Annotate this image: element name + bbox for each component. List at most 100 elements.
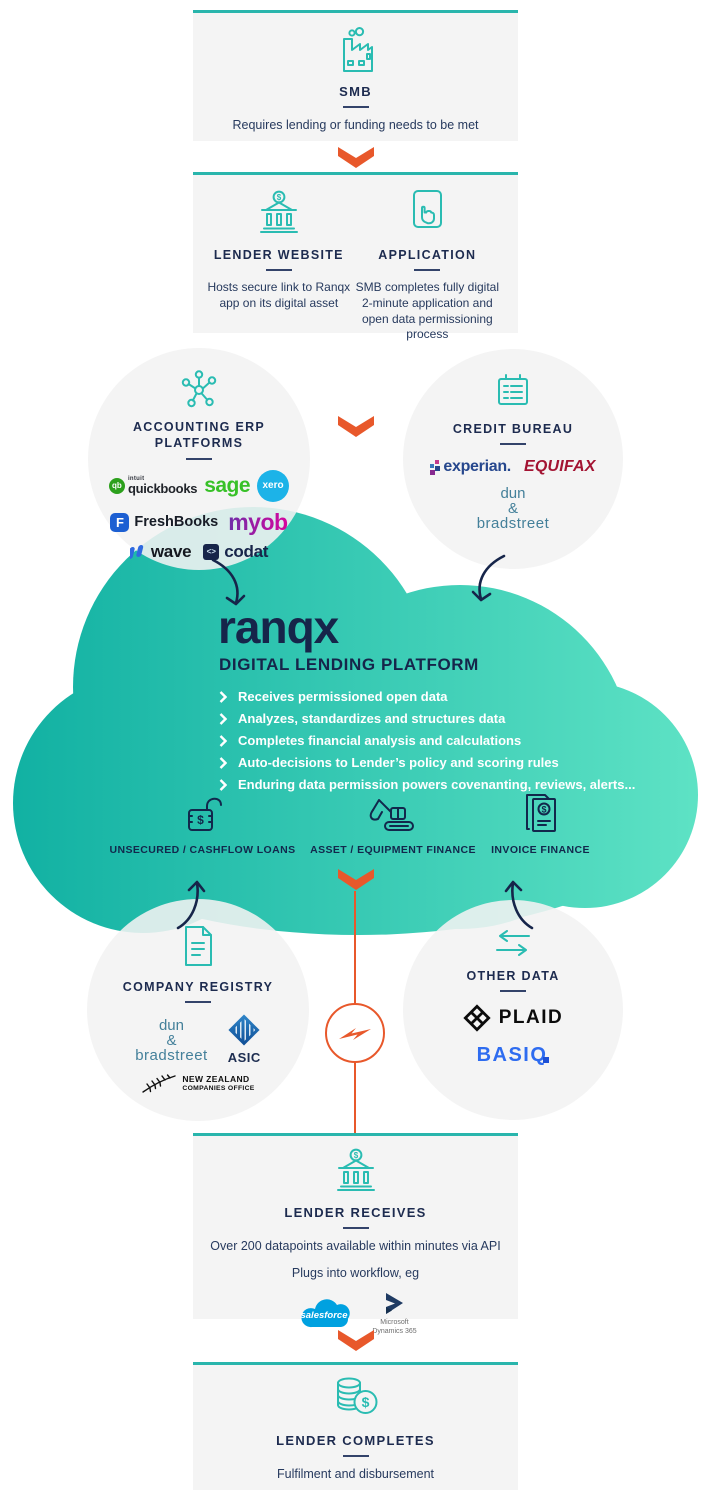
dynamics-arrow-icon [386, 1293, 404, 1315]
other-data-bubble: OTHER DATA PLAID BASIQ [403, 900, 623, 1120]
experian-dots-icon [430, 460, 441, 476]
divider [342, 1455, 369, 1457]
experian-logo: experian. [430, 458, 511, 476]
plaid-knot-icon [463, 1004, 491, 1032]
lender-completes-title: LENDER COMPLETES [276, 1433, 435, 1448]
transfer-arrows-icon [491, 930, 535, 961]
lightning-bolt-icon [339, 1028, 371, 1040]
invoice-dollar-icon: $ [521, 791, 561, 840]
smb-box: SMB Requires lending or funding needs to… [193, 10, 518, 141]
accounting-erp-title-line1: ACCOUNTING ERP [132, 420, 266, 434]
sage-logo: sage [204, 473, 251, 497]
tablet-hand-icon [405, 188, 449, 239]
integration-node [325, 1003, 385, 1063]
svg-text:$: $ [541, 805, 546, 815]
equifax-logo: EQUIFAX [523, 458, 596, 475]
lender-receives-title: LENDER RECEIVES [284, 1205, 427, 1220]
factory-icon [332, 27, 380, 78]
open-padlock-dollar-icon: $ [180, 793, 226, 840]
company-registry-title: COMPANY REGISTRY [122, 980, 274, 994]
codat-logo: <> codat [203, 542, 268, 562]
coins-icon: $ [330, 1375, 382, 1426]
divider [500, 990, 526, 992]
bullet-chevron-icon [219, 712, 227, 725]
platform-bullet-list: Receives permissioned open data Analyzes… [219, 689, 635, 792]
lender-completes-desc: Fulfilment and disbursement [276, 1467, 435, 1481]
microsoft-dynamics-logo: Microsoft Dynamics 365 [372, 1293, 417, 1336]
divider [265, 269, 292, 271]
curved-arrow-down-icon [205, 556, 249, 615]
accounting-erp-bubble: ACCOUNTING ERP PLATFORMS qb intuit quick… [88, 348, 310, 570]
lender-receives-line2: Plugs into workflow, eg [291, 1265, 420, 1280]
lender-website-column: $ LENDER WEBSITE Hosts secure link to Ra… [207, 187, 351, 343]
accounting-erp-title-line2: PLATFORMS [154, 436, 244, 451]
lender-receives-line1: Over 200 datapoints available within min… [210, 1239, 501, 1253]
ranqx-logo: ranqx [218, 601, 339, 653]
bullet-chevron-icon [219, 778, 227, 791]
bullet-item: Enduring data permission powers covenant… [219, 777, 635, 792]
plaid-logo: PLAID [463, 1004, 564, 1032]
wave-logo: wave [129, 542, 192, 562]
xero-logo: xero [257, 469, 290, 502]
down-chevron-icon [338, 869, 374, 896]
product-unsecured-cashflow: $ UNSECURED / CASHFLOW LOANS [105, 793, 300, 856]
credit-bureau-bubble: CREDIT BUREAU experian. EQUIFAX dun & [403, 349, 623, 569]
excavator-icon [365, 791, 421, 840]
product-asset-equipment: ASSET / EQUIPMENT FINANCE [307, 791, 479, 856]
credit-bureau-title: CREDIT BUREAU [452, 422, 574, 436]
bullet-chevron-icon [219, 756, 227, 769]
basiq-logo: BASIQ [476, 1044, 548, 1066]
salesforce-logo: salesforce [294, 1291, 356, 1338]
lender-website-application-box: $ LENDER WEBSITE Hosts secure link to Ra… [193, 172, 518, 341]
application-title: APPLICATION [378, 248, 477, 262]
network-nodes-icon [179, 368, 219, 413]
dun-bradstreet-logo: dun & bradstreet [135, 1016, 208, 1064]
bullet-item: Completes financial analysis and calcula… [219, 733, 635, 748]
other-data-title: OTHER DATA [466, 969, 560, 983]
myob-logo: myob [228, 508, 288, 535]
platform-cloud-shape [13, 507, 698, 935]
down-chevron-icon [338, 416, 374, 443]
application-column: APPLICATION SMB completes fully digital … [351, 187, 504, 343]
product-invoice-finance: $ INVOICE FINANCE [468, 791, 613, 856]
company-registry-bubble: COMPANY REGISTRY dun & bradstreet ASIC [87, 899, 309, 1121]
bank-icon: $ [256, 190, 302, 239]
wave-icon [129, 545, 144, 559]
lender-completes-box: $ LENDER COMPLETES Fulfilment and disbur… [193, 1362, 518, 1490]
curved-arrow-up-icon [494, 876, 538, 937]
svg-text:salesforce: salesforce [301, 1310, 349, 1321]
bullet-chevron-icon [219, 734, 227, 747]
svg-text:$: $ [353, 1151, 358, 1160]
divider [186, 457, 212, 460]
svg-text:$: $ [197, 813, 204, 827]
dun-bradstreet-logo: dun & bradstreet [476, 485, 550, 532]
document-icon [180, 925, 216, 972]
divider [342, 106, 369, 108]
divider [500, 443, 526, 445]
curved-arrow-up-icon [172, 876, 216, 937]
down-chevron-icon [338, 1330, 374, 1357]
divider [414, 269, 441, 271]
application-desc: SMB completes fully digital 2-minute app… [355, 280, 500, 342]
smb-desc: Requires lending or funding needs to be … [232, 118, 479, 132]
divider [185, 1001, 211, 1003]
bank-icon: $ [333, 1148, 379, 1197]
lender-receives-box: $ LENDER RECEIVES Over 200 datapoints av… [193, 1133, 518, 1335]
ledger-icon [493, 373, 533, 414]
smb-title: SMB [339, 84, 372, 99]
freshbooks-logo: F FreshBooks [110, 512, 218, 532]
lender-website-title: LENDER WEBSITE [213, 248, 344, 262]
divider [342, 1227, 369, 1229]
bullet-chevron-icon [219, 690, 227, 703]
asic-logo: ASIC [228, 1014, 261, 1065]
lender-website-desc: Hosts secure link to Ranqx app on its di… [207, 280, 351, 310]
platform-subtitle: DIGITAL LENDING PLATFORM [219, 655, 479, 674]
nz-companies-office-logo: NEW ZEALAND COMPANIES OFFICE [141, 1074, 254, 1094]
bullet-item: Auto-decisions to Lender’s policy and sc… [219, 755, 635, 770]
bullet-item: Receives permissioned open data [219, 689, 635, 704]
curved-arrow-down-icon [468, 552, 512, 611]
bullet-item: Analyzes, standardizes and structures da… [219, 711, 635, 726]
down-chevron-icon [338, 147, 374, 174]
quickbooks-logo: qb intuit quickbooks [108, 476, 197, 495]
